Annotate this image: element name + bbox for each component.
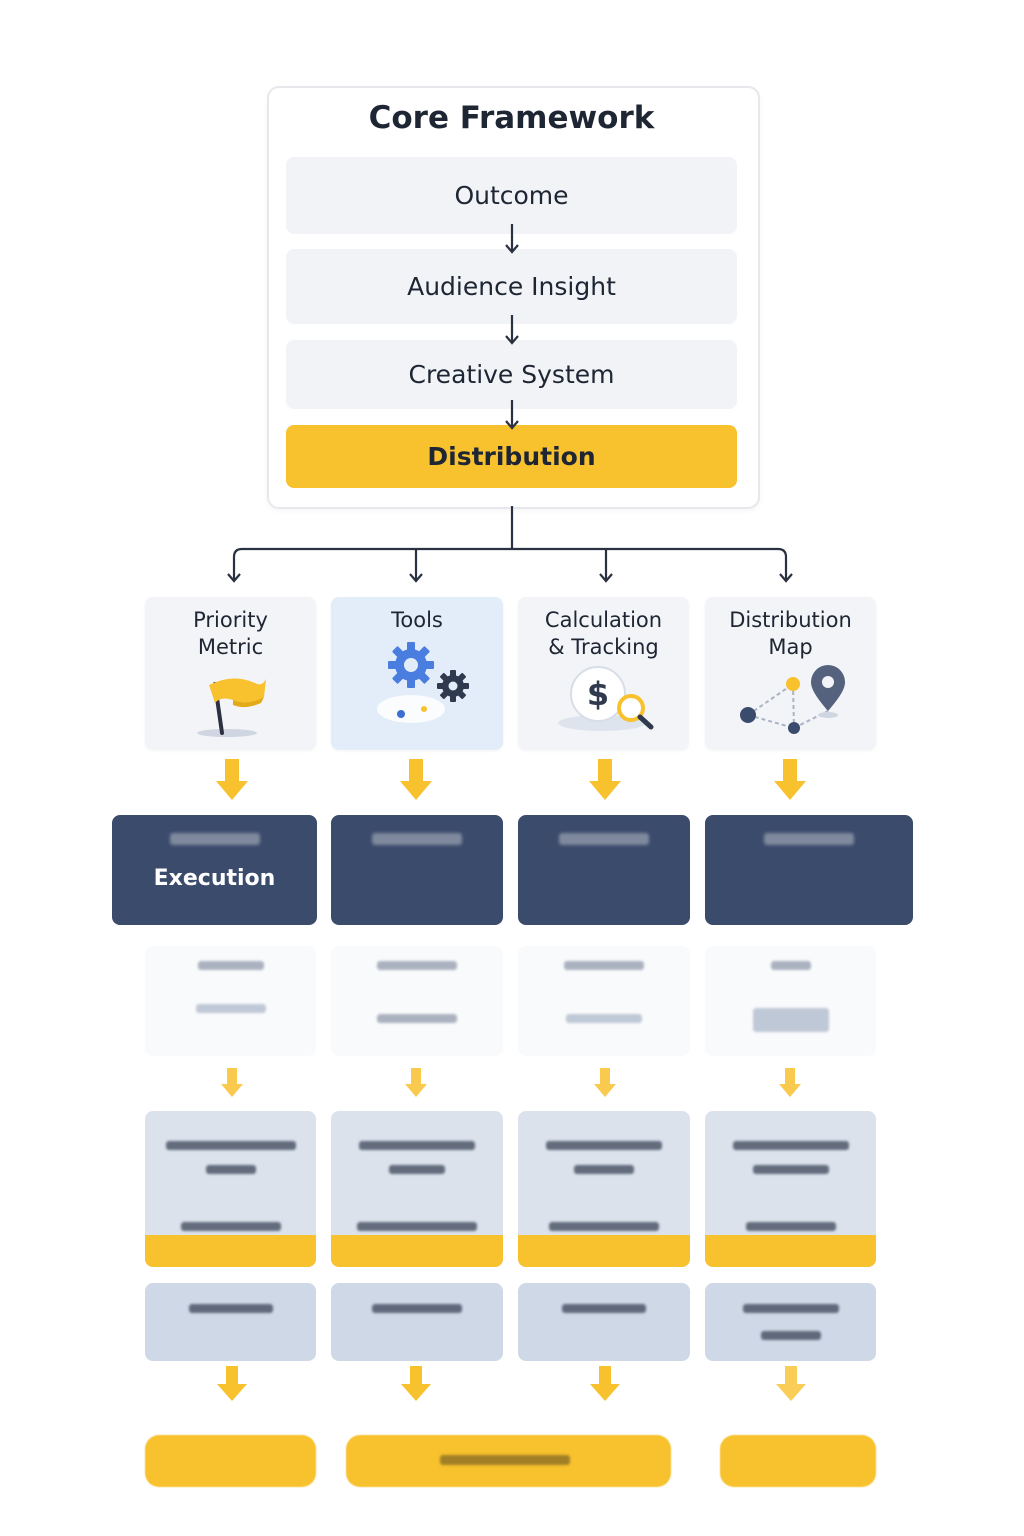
down-arrow-icon (221, 1068, 243, 1097)
blurred-caption (764, 833, 854, 845)
detail-card-1 (145, 946, 316, 1056)
step-outcome[interactable]: Outcome (286, 157, 737, 234)
detail-card-2 (331, 946, 503, 1056)
step-distribution[interactable]: Distribution (286, 425, 737, 488)
down-arrow-icon (774, 759, 806, 800)
summary-tile-3 (518, 1283, 690, 1361)
final-block-1 (145, 1435, 316, 1487)
card-calculation-tracking[interactable]: Calculation & Tracking $ (518, 597, 689, 750)
blurred-text (564, 961, 644, 970)
blurred-text (359, 1141, 475, 1150)
card-label: Tools (391, 608, 443, 632)
yellow-base (331, 1235, 503, 1267)
down-arrow-icon (779, 1068, 801, 1097)
blurred-text (372, 1304, 462, 1313)
dollar-magnifier-icon: $ (558, 666, 654, 731)
blurred-text (205, 1165, 256, 1174)
blurred-text (389, 1165, 445, 1174)
flag-icon (197, 678, 266, 737)
blurred-text (549, 1222, 659, 1231)
blurred-text (197, 961, 264, 970)
map-pin-network-icon (740, 665, 845, 734)
blurred-text (742, 1304, 839, 1313)
card-tools[interactable]: Tools (331, 597, 503, 750)
blurred-text (566, 1014, 642, 1023)
card-distribution-map[interactable]: Distribution Map (705, 597, 876, 750)
final-block-3 (720, 1435, 876, 1487)
down-arrow-icon (400, 759, 432, 800)
gears-icon (377, 642, 469, 723)
card-label: Priority Metric (193, 608, 268, 659)
blurred-text (752, 1165, 829, 1174)
framework-title: Core Framework (368, 100, 655, 136)
output-tile-4 (705, 1111, 876, 1267)
step-audience-insight[interactable]: Audience Insight (286, 249, 737, 324)
svg-text:$: $ (587, 675, 609, 713)
yellow-base (705, 1235, 876, 1267)
blurred-text (574, 1165, 634, 1174)
blurred-caption (559, 833, 649, 845)
branch-head-2 (409, 573, 423, 583)
arrow-head-1 (505, 244, 519, 254)
blurred-text (440, 1455, 570, 1465)
blurred-text (752, 1008, 829, 1032)
detail-card-4 (705, 946, 876, 1056)
summary-tile-1 (145, 1283, 316, 1361)
down-arrow-icon (594, 1068, 616, 1097)
execution-block-4[interactable] (705, 815, 913, 925)
branch-head-1 (227, 573, 241, 583)
down-arrow-icon (590, 1366, 620, 1401)
blurred-text (562, 1304, 646, 1313)
output-tile-1 (145, 1111, 316, 1267)
summary-tile-4 (705, 1283, 876, 1361)
card-label: Calculation & Tracking (544, 608, 663, 659)
branch-bus (232, 547, 788, 580)
blurred-text (357, 1222, 477, 1231)
detail-card-3 (518, 946, 690, 1056)
yellow-base (145, 1235, 316, 1267)
blurred-text (377, 1014, 457, 1023)
down-arrow-icon (217, 1366, 247, 1401)
blurred-text (165, 1141, 296, 1150)
branch-head-4 (779, 573, 793, 583)
summary-tile-2 (331, 1283, 503, 1361)
blurred-text (745, 1222, 836, 1231)
blurred-caption (169, 833, 260, 845)
yellow-base (518, 1235, 690, 1267)
execution-label: Execution (153, 866, 276, 891)
execution-block-3[interactable] (518, 815, 690, 925)
down-arrow-icon (776, 1366, 806, 1401)
blurred-text (377, 961, 457, 970)
arrow-head-3 (505, 420, 519, 430)
step-creative-system[interactable]: Creative System (286, 340, 737, 409)
blurred-text (180, 1222, 281, 1231)
blurred-text (546, 1141, 662, 1150)
arrow-head-2 (505, 335, 519, 345)
execution-block-1[interactable]: Execution (112, 815, 317, 925)
down-arrow-icon (216, 759, 248, 800)
blurred-text (732, 1141, 849, 1150)
down-arrow-icon (401, 1366, 431, 1401)
connector-lines (227, 224, 793, 583)
down-arrow-icon (405, 1068, 427, 1097)
down-arrow-icon (589, 759, 621, 800)
blurred-text (770, 961, 811, 970)
branch-head-3 (599, 573, 613, 583)
blurred-caption (372, 833, 462, 845)
blurred-text (195, 1004, 266, 1013)
execution-block-2[interactable] (331, 815, 503, 925)
output-tile-3 (518, 1111, 690, 1267)
card-priority-metric[interactable]: Priority Metric (145, 597, 316, 750)
card-label: Distribution Map (729, 608, 852, 659)
blurred-text (188, 1304, 273, 1313)
output-tile-2 (331, 1111, 503, 1267)
blurred-text (760, 1331, 821, 1340)
